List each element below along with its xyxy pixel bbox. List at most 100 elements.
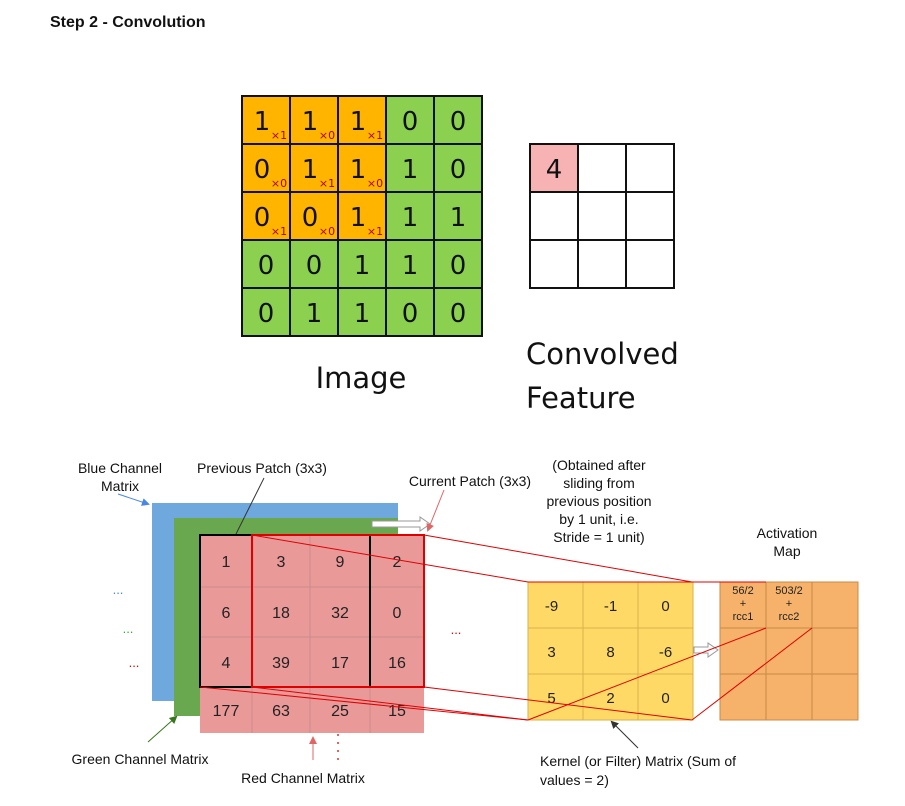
- activation-cell-text: +: [740, 598, 746, 610]
- kernel-cell-value: 5: [547, 690, 555, 707]
- right-ellipsis: ...: [451, 622, 462, 637]
- image-cell-value: 0: [402, 107, 419, 137]
- red-matrix-cell: 6: [222, 605, 231, 622]
- current-patch-outline: [251, 534, 425, 688]
- red-matrix-cell: 25: [331, 703, 349, 720]
- image-cell-value: 1: [306, 299, 323, 329]
- red-matrix-cell: 9: [336, 554, 345, 571]
- activation-label-2: Map: [773, 543, 800, 559]
- image-label: Image: [316, 361, 407, 395]
- obtained-label-4: by 1 unit, i.e.: [559, 511, 638, 527]
- image-cell-value: 1: [402, 203, 419, 233]
- image-cell: [289, 143, 339, 193]
- red-matrix-cell: 0: [393, 605, 402, 622]
- red-matrix-cell: 1: [222, 554, 231, 571]
- convolved-cell: [577, 239, 627, 289]
- image-cell: [433, 287, 483, 337]
- image-cell-value: 0: [306, 251, 323, 281]
- kernel-cell-value: -9: [545, 598, 558, 615]
- convolved-cell: [625, 239, 675, 289]
- red-matrix-cell: 4: [222, 655, 231, 672]
- kernel-cell-value: 0: [661, 690, 669, 707]
- kernel-cell-value: -6: [659, 644, 672, 661]
- red-matrix-cell: 2: [393, 554, 402, 571]
- green-channel-label: Green Channel Matrix: [72, 751, 209, 767]
- obtained-label-5: Stride = 1 unit): [553, 529, 644, 545]
- image-cell-value: 1: [350, 203, 367, 233]
- image-cell-value: 1: [350, 155, 367, 185]
- image-cell-value: 0: [450, 299, 467, 329]
- blue-ellipsis: ...: [113, 582, 124, 597]
- convolved-cell: [577, 191, 627, 241]
- activation-cell: [765, 673, 813, 721]
- image-cell-value: 0: [258, 251, 275, 281]
- kernel-cell: [527, 581, 584, 629]
- red-matrix-cell: 32: [331, 605, 349, 622]
- image-cell-value: 0: [450, 251, 467, 281]
- kernel-weight-mark: ×1: [319, 177, 335, 190]
- image-cell: [433, 191, 483, 241]
- kernel-weight-mark: ×1: [271, 129, 287, 142]
- image-cell-value: 0: [450, 155, 467, 185]
- convolved-cell: [625, 191, 675, 241]
- image-cell-value: 0: [302, 203, 319, 233]
- activation-cell-text: +: [786, 598, 792, 610]
- image-cell-value: 0: [254, 203, 271, 233]
- kernel-cell: [527, 627, 584, 675]
- kernel-weight-mark: ×1: [271, 225, 287, 238]
- activation-label-1: Activation: [757, 525, 818, 541]
- blue-channel-label-1: Blue Channel: [78, 460, 162, 476]
- kernel-cell-value: 0: [661, 598, 669, 615]
- image-cell: [241, 191, 291, 241]
- activation-cell: [811, 673, 859, 721]
- projection-lines: [199, 534, 813, 721]
- red-channel-label: Red Channel Matrix: [241, 770, 365, 786]
- image-cell-value: 1: [402, 155, 419, 185]
- image-cell: [385, 143, 435, 193]
- convolved-value: 4: [546, 155, 563, 185]
- blue-channel-label-2: Matrix: [101, 478, 139, 494]
- kernel-weight-mark: ×1: [367, 129, 383, 142]
- red-matrix-cell: 39: [272, 655, 290, 672]
- activation-cell: [811, 581, 859, 629]
- activation-cell-text: 503/2: [775, 585, 803, 597]
- previous-patch-pointer: [235, 477, 265, 535]
- image-cell-value: 0: [254, 155, 271, 185]
- kernel-label-2: values = 2): [540, 772, 609, 788]
- red-matrix-bg: [200, 535, 424, 733]
- kernel-cell-value: 3: [547, 644, 555, 661]
- previous-patch-label: Previous Patch (3x3): [197, 460, 327, 476]
- activation-cell: [811, 627, 859, 675]
- activation-cell: [719, 673, 767, 721]
- image-cell: [385, 191, 435, 241]
- red-matrix-cell: 3: [277, 554, 286, 571]
- image-cell: [241, 143, 291, 193]
- kernel-weight-mark: ×0: [319, 225, 335, 238]
- kernel-cell: [637, 673, 694, 721]
- image-cell-value: 1: [354, 299, 371, 329]
- image-cell: [385, 287, 435, 337]
- kernel-cell-value: -1: [604, 598, 617, 615]
- red-matrix-cell: 17: [331, 655, 349, 672]
- image-cell-value: 0: [402, 299, 419, 329]
- green-ellipsis: ...: [123, 621, 134, 636]
- green-label-arrow: [147, 715, 178, 743]
- image-cell-value: 0: [450, 107, 467, 137]
- image-cell: [337, 239, 387, 289]
- kernel-label-arrow: [610, 720, 639, 749]
- convolved-cell: [529, 239, 579, 289]
- obtained-label-2: sliding from: [563, 475, 635, 491]
- stride-arrow: [371, 516, 431, 532]
- page-title: Step 2 - Convolution: [50, 14, 206, 31]
- activation-cell-text: rcc1: [733, 611, 754, 623]
- kernel-weight-mark: ×0: [319, 129, 335, 142]
- activation-cell-text: rcc2: [779, 611, 800, 623]
- image-cell: [337, 191, 387, 241]
- image-cell-value: 1: [450, 203, 467, 233]
- convolved-cell: [529, 191, 579, 241]
- red-matrix-cell: 18: [272, 605, 290, 622]
- red-matrix-cell: 63: [272, 703, 290, 720]
